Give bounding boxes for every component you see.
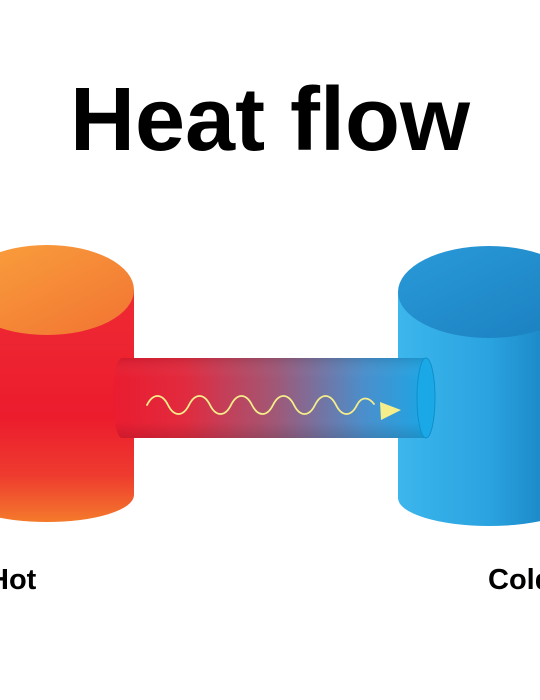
hot-label: Hot — [0, 564, 37, 596]
cold-reservoir — [398, 246, 540, 526]
cold-cylinder-top — [398, 246, 540, 338]
cold-cylinder-body — [398, 292, 540, 526]
hot-cylinder-top — [0, 245, 134, 335]
hot-cylinder-body — [0, 290, 134, 522]
connecting-pipe — [113, 357, 436, 439]
cold-label: Cold — [488, 564, 540, 596]
diagram-title: Heat flow — [69, 70, 471, 170]
wavy-arrow-icon — [146, 395, 401, 420]
hot-reservoir — [0, 245, 134, 522]
